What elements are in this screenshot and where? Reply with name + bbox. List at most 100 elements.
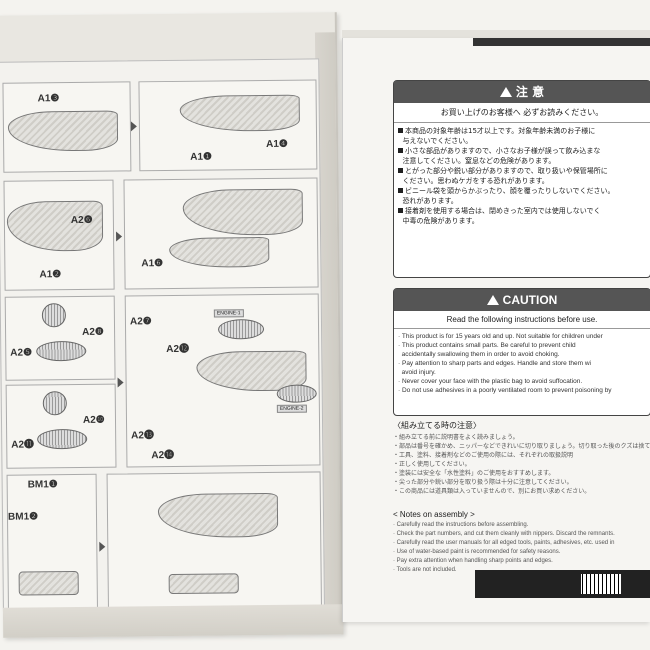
assembly-step-8: BM1❶ BM1❷ xyxy=(6,473,99,617)
arrow-icon xyxy=(130,121,137,132)
bullet-icon xyxy=(398,148,403,153)
engine-part-sketch xyxy=(41,303,67,328)
part-label: A2⓬ xyxy=(166,343,190,356)
caution-item: 注意してください。窒息などの危険があります。 xyxy=(402,157,556,165)
caution-item: ください。思わぬケガをする恐れがあります。 xyxy=(402,177,549,185)
notes-title: 〈組み立てる時の注意〉 xyxy=(393,421,481,430)
caution-item: 接着剤を使用する場合は、閉めきった室内では使用しないでく xyxy=(398,206,646,216)
note-item: · Carefully read the user manuals for al… xyxy=(393,540,615,546)
part-label: A2❻ xyxy=(70,214,93,227)
part-label: BM1❷ xyxy=(7,511,39,523)
note-item: ・この商品には道具類は入っていませんので、別にお買い求めください。 xyxy=(393,488,591,495)
bullet-icon xyxy=(398,128,403,133)
notes-list: ・組み立てる前に説明書をよく読みましょう。 ・部品は番号を確かめ、ニッパーなどで… xyxy=(393,433,650,496)
part-label: A2⓭ xyxy=(131,430,155,442)
assembly-instruction-sheet: A1❸ A1❶ A1❹ A2❻ A1❷ A1❻ xyxy=(0,58,326,620)
barcode-icon xyxy=(581,574,621,594)
caution-list: 本商品の対象年齢は15才以上です。対象年齢未満のお子様に 与えないでください。 … xyxy=(394,123,650,229)
printed-strip xyxy=(473,38,650,46)
part-label: A1❷ xyxy=(39,269,62,281)
assembly-step-5: A2❽ A2❺ xyxy=(4,295,116,381)
note-item: ・工具、塗料、接着剤などのご使用の際には、それぞれの取扱説明 xyxy=(393,452,574,459)
note-item: ・尖った部分や鋭い部分を取り扱う際は十分に注意してください。 xyxy=(393,479,573,486)
ship-part-sketch xyxy=(157,492,279,539)
ship-part-sketch xyxy=(179,94,300,132)
caution-subheading: Read the following instructions before u… xyxy=(394,311,650,329)
ship-part-sketch xyxy=(182,188,304,236)
japanese-caution-panel: 注 意 お買い上げのお客様へ 必ずお読みください。 本商品の対象年齢は15才以上… xyxy=(393,80,650,278)
caution-heading: 注 意 xyxy=(394,81,650,103)
ship-part-sketch xyxy=(6,200,104,252)
bullet-icon xyxy=(398,168,403,173)
part-label: BM1❶ xyxy=(27,479,58,491)
assembly-step-grid: A1❸ A1❶ A1❹ A2❻ A1❷ A1❻ xyxy=(2,79,323,617)
part-label: A2❺ xyxy=(10,347,33,359)
japanese-assembly-notes: 〈組み立てる時の注意〉 ・組み立てる前に説明書をよく読みましょう。 ・部品は番号… xyxy=(393,420,650,496)
bullet-icon xyxy=(398,208,403,213)
note-item: · Check the part numbers, and cut them c… xyxy=(393,531,615,537)
arrow-icon xyxy=(99,541,106,552)
part-label: A2⓮ xyxy=(151,449,175,462)
note-item: · Use of water-based paint is recommende… xyxy=(393,549,561,555)
caution-item: 小さな部品がありますので、小さなお子様が誤って飲み込まな xyxy=(398,146,646,156)
caution-item: 本商品の対象年齢は15才以上です。対象年齢未満のお子様に xyxy=(398,126,646,136)
note-item: ・部品は番号を確かめ、ニッパーなどできれいに切り取りましょう。切り取った後のクズ… xyxy=(393,443,650,450)
note-item: · Carefully read the instructions before… xyxy=(393,522,529,528)
caution-heading: CAUTION xyxy=(394,289,650,311)
arrow-icon xyxy=(116,231,123,242)
caution-item: とがった部分や鋭い部分がありますので、取り扱いや保管場所に xyxy=(398,166,646,176)
arrow-icon xyxy=(117,377,124,388)
caution-list: · This product is for 15 years old and u… xyxy=(394,329,650,398)
engine-part-sketch xyxy=(42,391,67,416)
assembly-step-7: A2❼ ENGINE-1 ENGINE-2 A2⓬ A2⓭ A2⓮ xyxy=(124,293,321,468)
caution-item: · Never cover your face with the plastic… xyxy=(398,378,583,385)
engine-part-sketch xyxy=(217,319,265,340)
assembly-step-3: A2❻ A1❷ xyxy=(3,179,115,291)
note-item: ・塗装には安全な「水性塗料」のご使用をおすすめします。 xyxy=(393,470,555,477)
caution-subheading: お買い上げのお客様へ 必ずお読みください。 xyxy=(394,103,650,123)
caution-item: · Pay attention to sharp parts and edges… xyxy=(398,360,591,367)
assembly-step-2: A1❶ A1❹ xyxy=(138,79,318,172)
assembly-step-6: A2❿ A2⓫ xyxy=(5,383,117,469)
warning-icon xyxy=(499,87,512,97)
notes-title: < Notes on assembly > xyxy=(393,510,475,519)
english-caution-panel: CAUTION Read the following instructions … xyxy=(393,288,650,416)
caution-item: 与えないでください。 xyxy=(402,137,473,145)
engine-part-sketch xyxy=(37,428,88,450)
caution-item: ビニール袋を頭からかぶったり、顔を覆ったりしないでください。 xyxy=(398,186,646,196)
part-label: A2❿ xyxy=(82,414,105,426)
engine-tag: ENGINE-2 xyxy=(276,404,307,413)
note-item: · Pay extra attention when handling shar… xyxy=(393,558,553,564)
engine-part-sketch xyxy=(36,340,87,362)
lid-bottom-edge xyxy=(2,604,344,638)
assembly-step-1: A1❸ xyxy=(2,81,132,173)
caution-item: 中毒の危険があります。 xyxy=(402,217,479,225)
part-label: A2❽ xyxy=(82,326,104,338)
notes-list: · Carefully read the instructions before… xyxy=(393,521,650,575)
caution-item: avoid injury. xyxy=(401,369,436,376)
part-label: A1❻ xyxy=(141,258,164,270)
english-assembly-notes: < Notes on assembly > · Carefully read t… xyxy=(393,510,650,575)
caution-item: accidentally swallowing them in order to… xyxy=(401,351,560,358)
caution-item: · Do not use adhesives in a poorly venti… xyxy=(398,387,612,394)
display-stand-sketch xyxy=(168,573,239,595)
instruction-box-lid: A1❸ A1❶ A1❹ A2❻ A1❷ A1❻ xyxy=(0,12,344,638)
engine-tag: ENGINE-1 xyxy=(213,309,244,318)
note-item: ・組み立てる前に説明書をよく読みましょう。 xyxy=(393,434,519,441)
ship-part-sketch xyxy=(169,236,270,269)
part-label: A2❼ xyxy=(129,316,152,328)
assembly-step-4: A1❻ xyxy=(123,177,319,290)
ship-part-sketch xyxy=(7,110,119,152)
part-label: A1❸ xyxy=(37,93,60,105)
caution-item: · This product is for 15 years old and u… xyxy=(398,333,603,340)
caution-item: · This product contains small parts. Be … xyxy=(398,342,576,349)
part-label: A1❹ xyxy=(266,138,288,150)
part-label: A2⓫ xyxy=(11,439,35,451)
caution-item: 恐れがあります。 xyxy=(402,197,458,205)
warning-icon xyxy=(486,295,499,305)
printed-footer-strip xyxy=(475,570,650,598)
caution-box-lid: 注 意 お買い上げのお客様へ 必ずお読みください。 本商品の対象年齢は15才以上… xyxy=(342,38,650,622)
engine-part-sketch xyxy=(276,384,317,403)
note-item: · Tools are not included. xyxy=(393,567,457,573)
display-stand-sketch xyxy=(18,570,79,596)
